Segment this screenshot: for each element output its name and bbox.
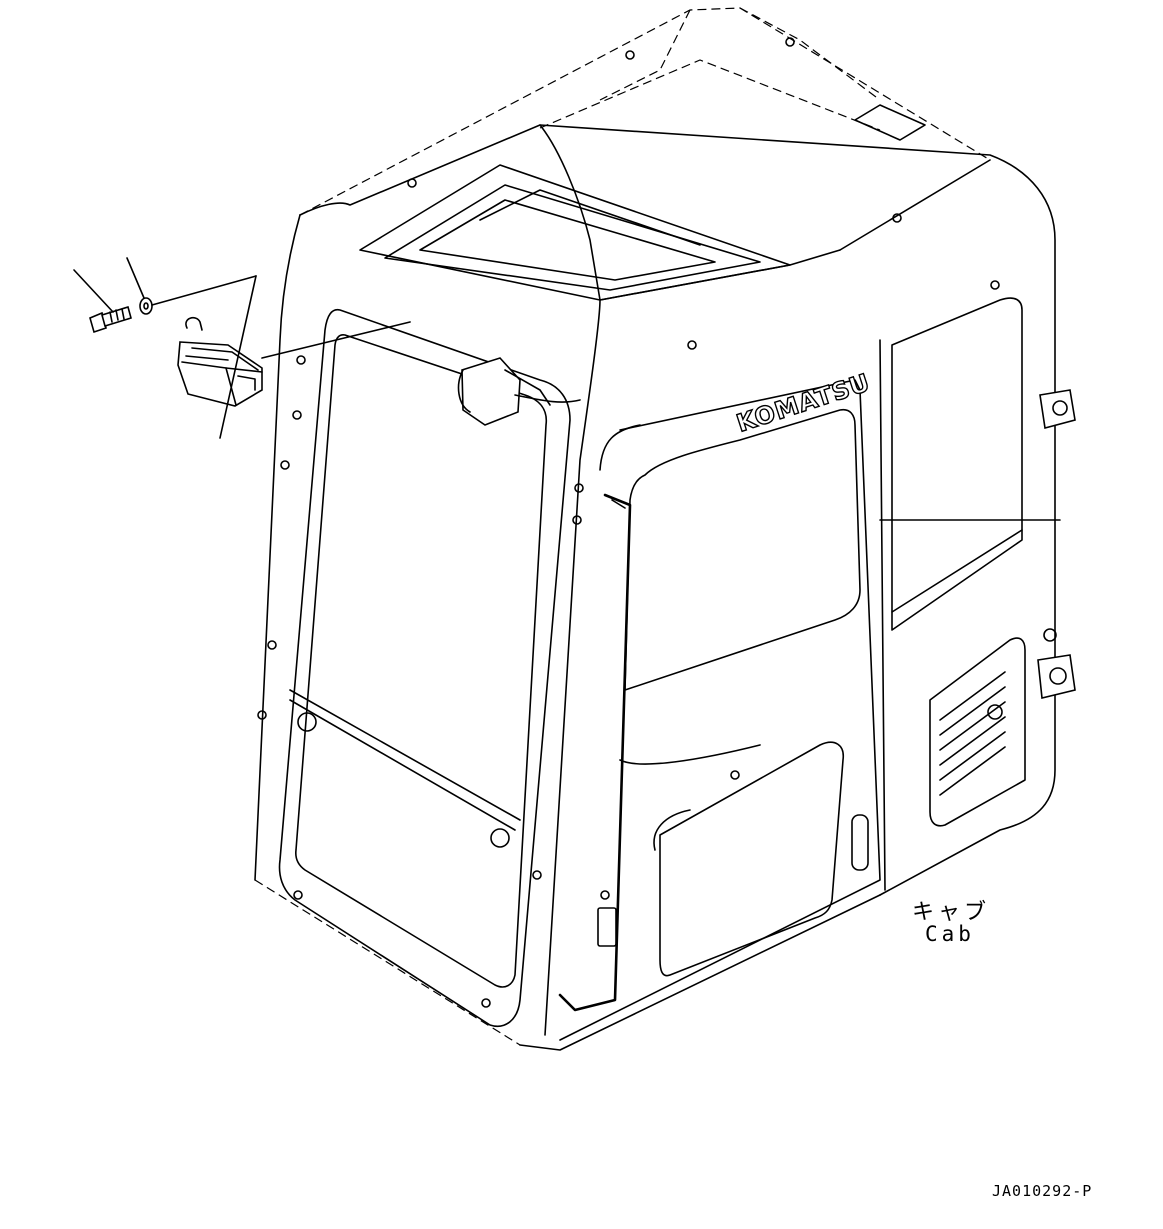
cab-label-japanese: キャブ	[912, 900, 991, 925]
mounted-work-lamp	[457, 357, 581, 426]
brand-lettering: KOMATSU	[733, 368, 874, 437]
louvre-slats	[939, 671, 1006, 796]
drawing-code: JA010292-P	[992, 1182, 1093, 1200]
leader-lines	[73, 257, 411, 439]
washer	[139, 297, 153, 315]
frame-bolts	[257, 37, 1000, 1008]
work-lamp	[177, 316, 263, 407]
bolt	[89, 305, 132, 334]
cab-label-english: Cab	[925, 922, 975, 946]
